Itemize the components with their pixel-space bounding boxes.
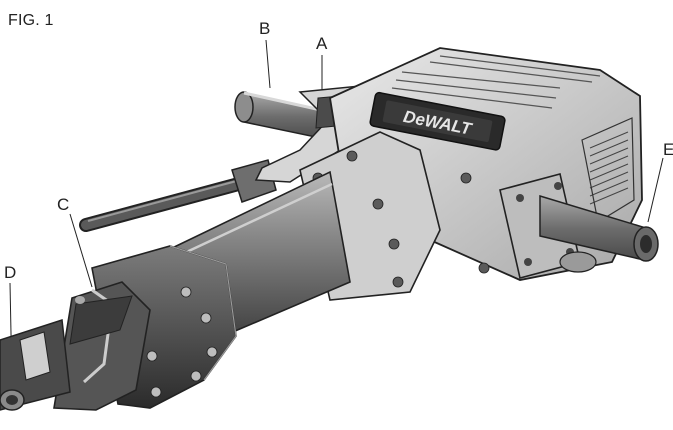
leader-c <box>69 213 93 288</box>
callout-label-e: E <box>663 140 673 159</box>
callout-label-a: A <box>316 34 328 53</box>
leader-b <box>265 39 271 89</box>
leader-e <box>647 157 664 223</box>
brand-logo: DeWALT <box>369 91 506 151</box>
callout-label-b: B <box>259 19 271 38</box>
figure-title: FIG. 1 <box>8 12 54 29</box>
tool-retainer <box>53 281 151 411</box>
callout-label-c: C <box>57 195 70 214</box>
chisel-bit <box>0 319 71 411</box>
callout-label-d: D <box>4 263 17 282</box>
power-cord <box>79 159 277 232</box>
side-handle <box>499 173 659 279</box>
